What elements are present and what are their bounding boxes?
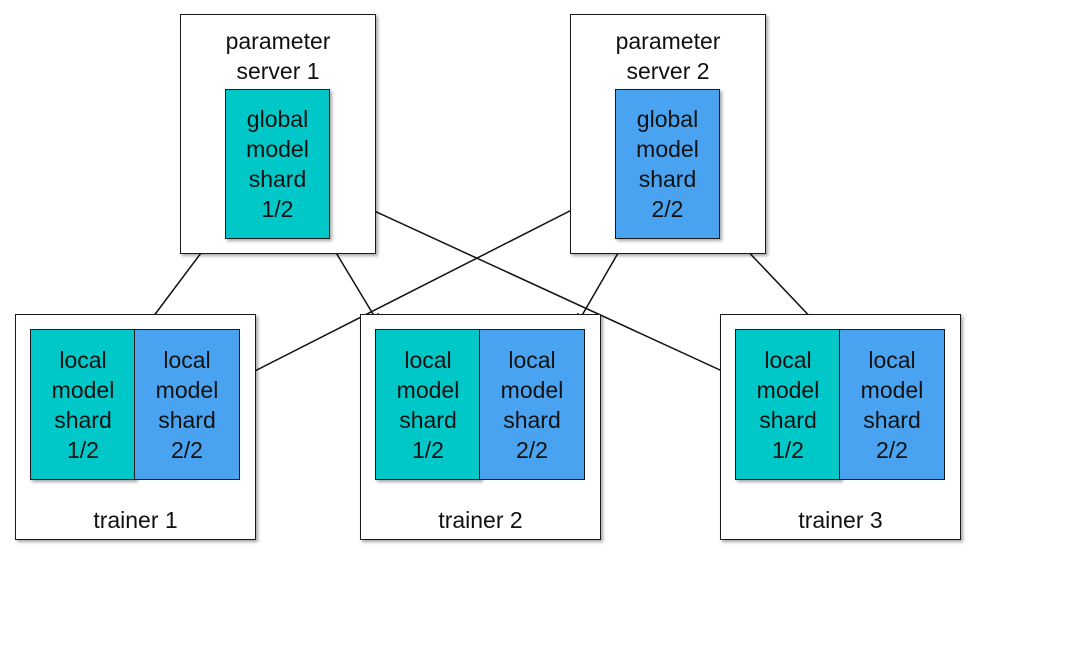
trainer-1-local-shard-1: local model shard 1/2 xyxy=(30,329,136,480)
arrow-ps2-trainer1 xyxy=(242,188,614,378)
parameter-server-1-title: parameter server 1 xyxy=(225,28,331,84)
trainer-3-local-shard-2: local model shard 2/2 xyxy=(839,329,945,480)
trainer-3-local-shard-1: local model shard 1/2 xyxy=(735,329,841,480)
trainer-2-local-shard-1: local model shard 1/2 xyxy=(375,329,481,480)
trainer-1-title: trainer 1 xyxy=(93,507,178,533)
parameter-server-2-title: parameter server 2 xyxy=(615,28,721,84)
global-model-shard-1: global model shard 1/2 xyxy=(225,89,330,239)
trainer-2-local-shard-2: local model shard 2/2 xyxy=(479,329,585,480)
trainer-2-title: trainer 2 xyxy=(438,507,523,533)
trainer-3-title: trainer 3 xyxy=(798,507,883,533)
global-model-shard-2: global model shard 2/2 xyxy=(615,89,720,239)
trainer-1-local-shard-2: local model shard 2/2 xyxy=(134,329,240,480)
arrow-ps2-trainer2 xyxy=(576,240,626,325)
